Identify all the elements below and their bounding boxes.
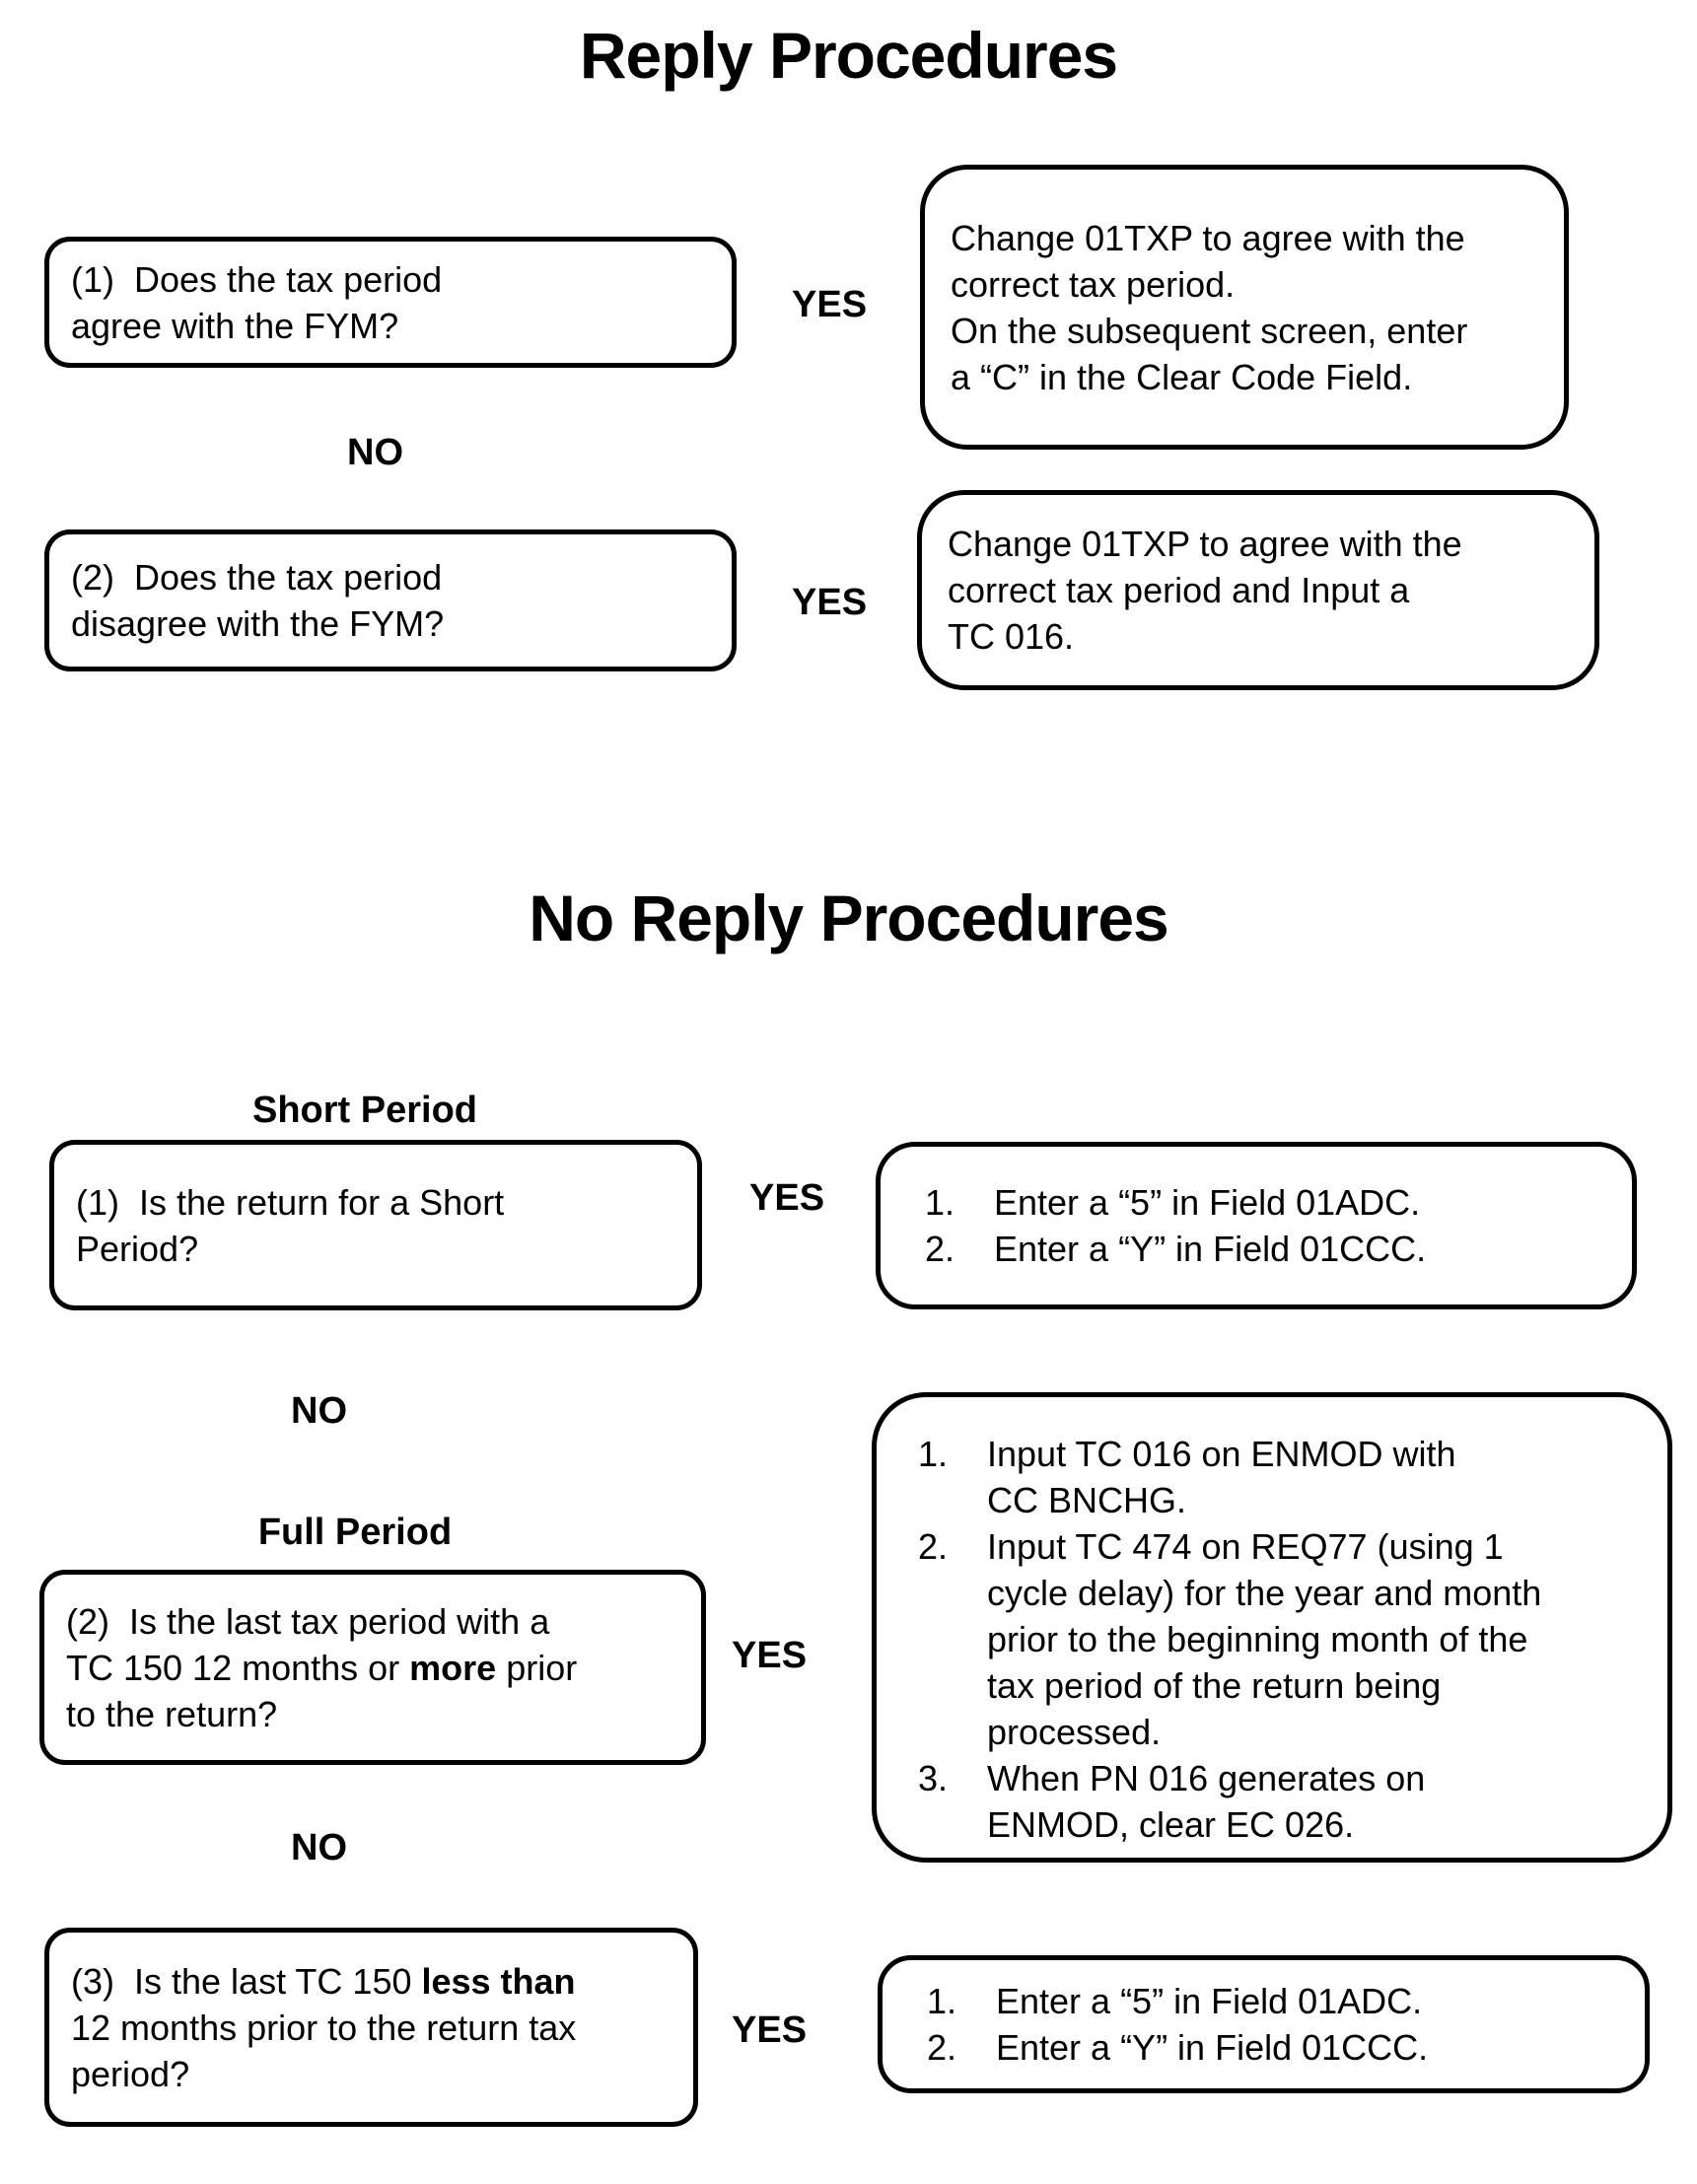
list-text: Input TC 474 on REQ77 (using 1 cycle del… <box>987 1526 1542 1752</box>
list-text: Enter a “5” in Field 01ADC. <box>994 1182 1421 1223</box>
question-text: (1) Is the return for a Short Period? <box>76 1181 505 1269</box>
list-text: Input TC 016 on ENMOD with CC BNCHG. <box>987 1434 1456 1520</box>
list-item: 1. Input TC 016 on ENMOD with CC BNCHG. <box>918 1431 1658 1523</box>
list-item: 2. Enter a “Y” in Field 01CCC. <box>925 1226 1622 1272</box>
list-number: 2. <box>918 1526 949 1567</box>
no-label: NO <box>291 1827 347 1868</box>
answer-box-change-01txp-tc016: Change 01TXP to agree with the correct t… <box>917 490 1599 690</box>
numbered-list: 1. Enter a “5” in Field 01ADC. 2. Enter a … <box>927 1978 1635 2071</box>
list-number: 1. <box>927 1981 957 2021</box>
list-item: 1. Enter a “5” in Field 01ADC. <box>927 1978 1635 2024</box>
question-text: (2) Does the tax period disagree with th… <box>71 557 445 644</box>
question-text-pre: (2) Is the last tax period with a TC 150… <box>66 1600 550 1688</box>
question-text-bold: less than <box>421 1960 576 2002</box>
list-number: 1. <box>925 1182 955 1223</box>
question-box-tax-period-agree: (1) Does the tax period agree with the F… <box>44 237 737 368</box>
no-reply-procedures-title: No Reply Procedures <box>529 881 1169 954</box>
answer-box-less-than-12-steps: 1. Enter a “5” in Field 01ADC. 2. Enter a … <box>878 1955 1650 2093</box>
list-text: Enter a “Y” in Field 01CCC. <box>996 2027 1429 2068</box>
answer-box-full-period-steps: 1. Input TC 016 on ENMOD with CC BNCHG. 2… <box>872 1392 1672 1863</box>
list-number: 2. <box>925 1229 955 1269</box>
answer-text: Change 01TXP to agree with the correct t… <box>948 524 1462 657</box>
question-box-tc150-less-than-12-months: (3) Is the last TC 150 less than 12 mont… <box>44 1928 698 2127</box>
question-text-bold: more <box>409 1647 497 1688</box>
list-item: 3. When PN 016 generates on ENMOD, clear … <box>918 1755 1658 1848</box>
question-box-tc150-12-months-or-more: (2) Is the last tax period with a TC 150… <box>39 1570 706 1765</box>
answer-box-change-01txp-clear-code: Change 01TXP to agree with the correct t… <box>920 165 1569 450</box>
no-label: NO <box>347 432 403 473</box>
yes-label: YES <box>749 1177 825 1219</box>
question-box-tax-period-disagree: (2) Does the tax period disagree with th… <box>44 529 737 671</box>
question-text: (1) Does the tax period agree with the F… <box>71 258 443 346</box>
list-number: 1. <box>918 1434 949 1474</box>
list-item: 1. Enter a “5” in Field 01ADC. <box>925 1179 1622 1226</box>
list-number: 2. <box>927 2027 957 2068</box>
list-text: Enter a “Y” in Field 01CCC. <box>994 1229 1427 1269</box>
question-text-pre: (3) Is the last TC 150 <box>71 1960 422 2002</box>
answer-box-short-period-steps: 1. Enter a “5” in Field 01ADC. 2. Enter a … <box>876 1142 1637 1309</box>
full-period-heading: Full Period <box>257 1512 453 1553</box>
question-box-short-period: (1) Is the return for a Short Period? <box>49 1140 702 1310</box>
list-text: When PN 016 generates on ENMOD, clear EC… <box>987 1758 1426 1845</box>
yes-label: YES <box>792 582 868 623</box>
list-number: 3. <box>918 1758 949 1798</box>
reply-procedures-title: Reply Procedures <box>579 19 1118 92</box>
answer-text: Change 01TXP to agree with the correct t… <box>951 217 1468 397</box>
question-text-post: 12 months prior to the return tax period… <box>71 2007 577 2094</box>
numbered-list: 1. Input TC 016 on ENMOD with CC BNCHG. 2… <box>918 1431 1658 1848</box>
yes-label: YES <box>732 1635 808 1676</box>
yes-label: YES <box>792 284 868 325</box>
list-item: 2. Enter a “Y” in Field 01CCC. <box>927 2024 1635 2071</box>
yes-label: YES <box>732 2009 808 2051</box>
question-text-post: prior to the return? <box>66 1647 578 1734</box>
question-text: (2) Is the last tax period with a TC 150… <box>66 1598 691 1737</box>
no-label: NO <box>291 1390 347 1432</box>
list-text: Enter a “5” in Field 01ADC. <box>996 1981 1423 2021</box>
short-period-heading: Short Period <box>251 1090 478 1131</box>
question-text: (3) Is the last TC 150 less than 12 mont… <box>71 1958 683 2097</box>
numbered-list: 1. Enter a “5” in Field 01ADC. 2. Enter a … <box>925 1179 1622 1272</box>
list-item: 2. Input TC 474 on REQ77 (using 1 cycle d… <box>918 1523 1658 1755</box>
